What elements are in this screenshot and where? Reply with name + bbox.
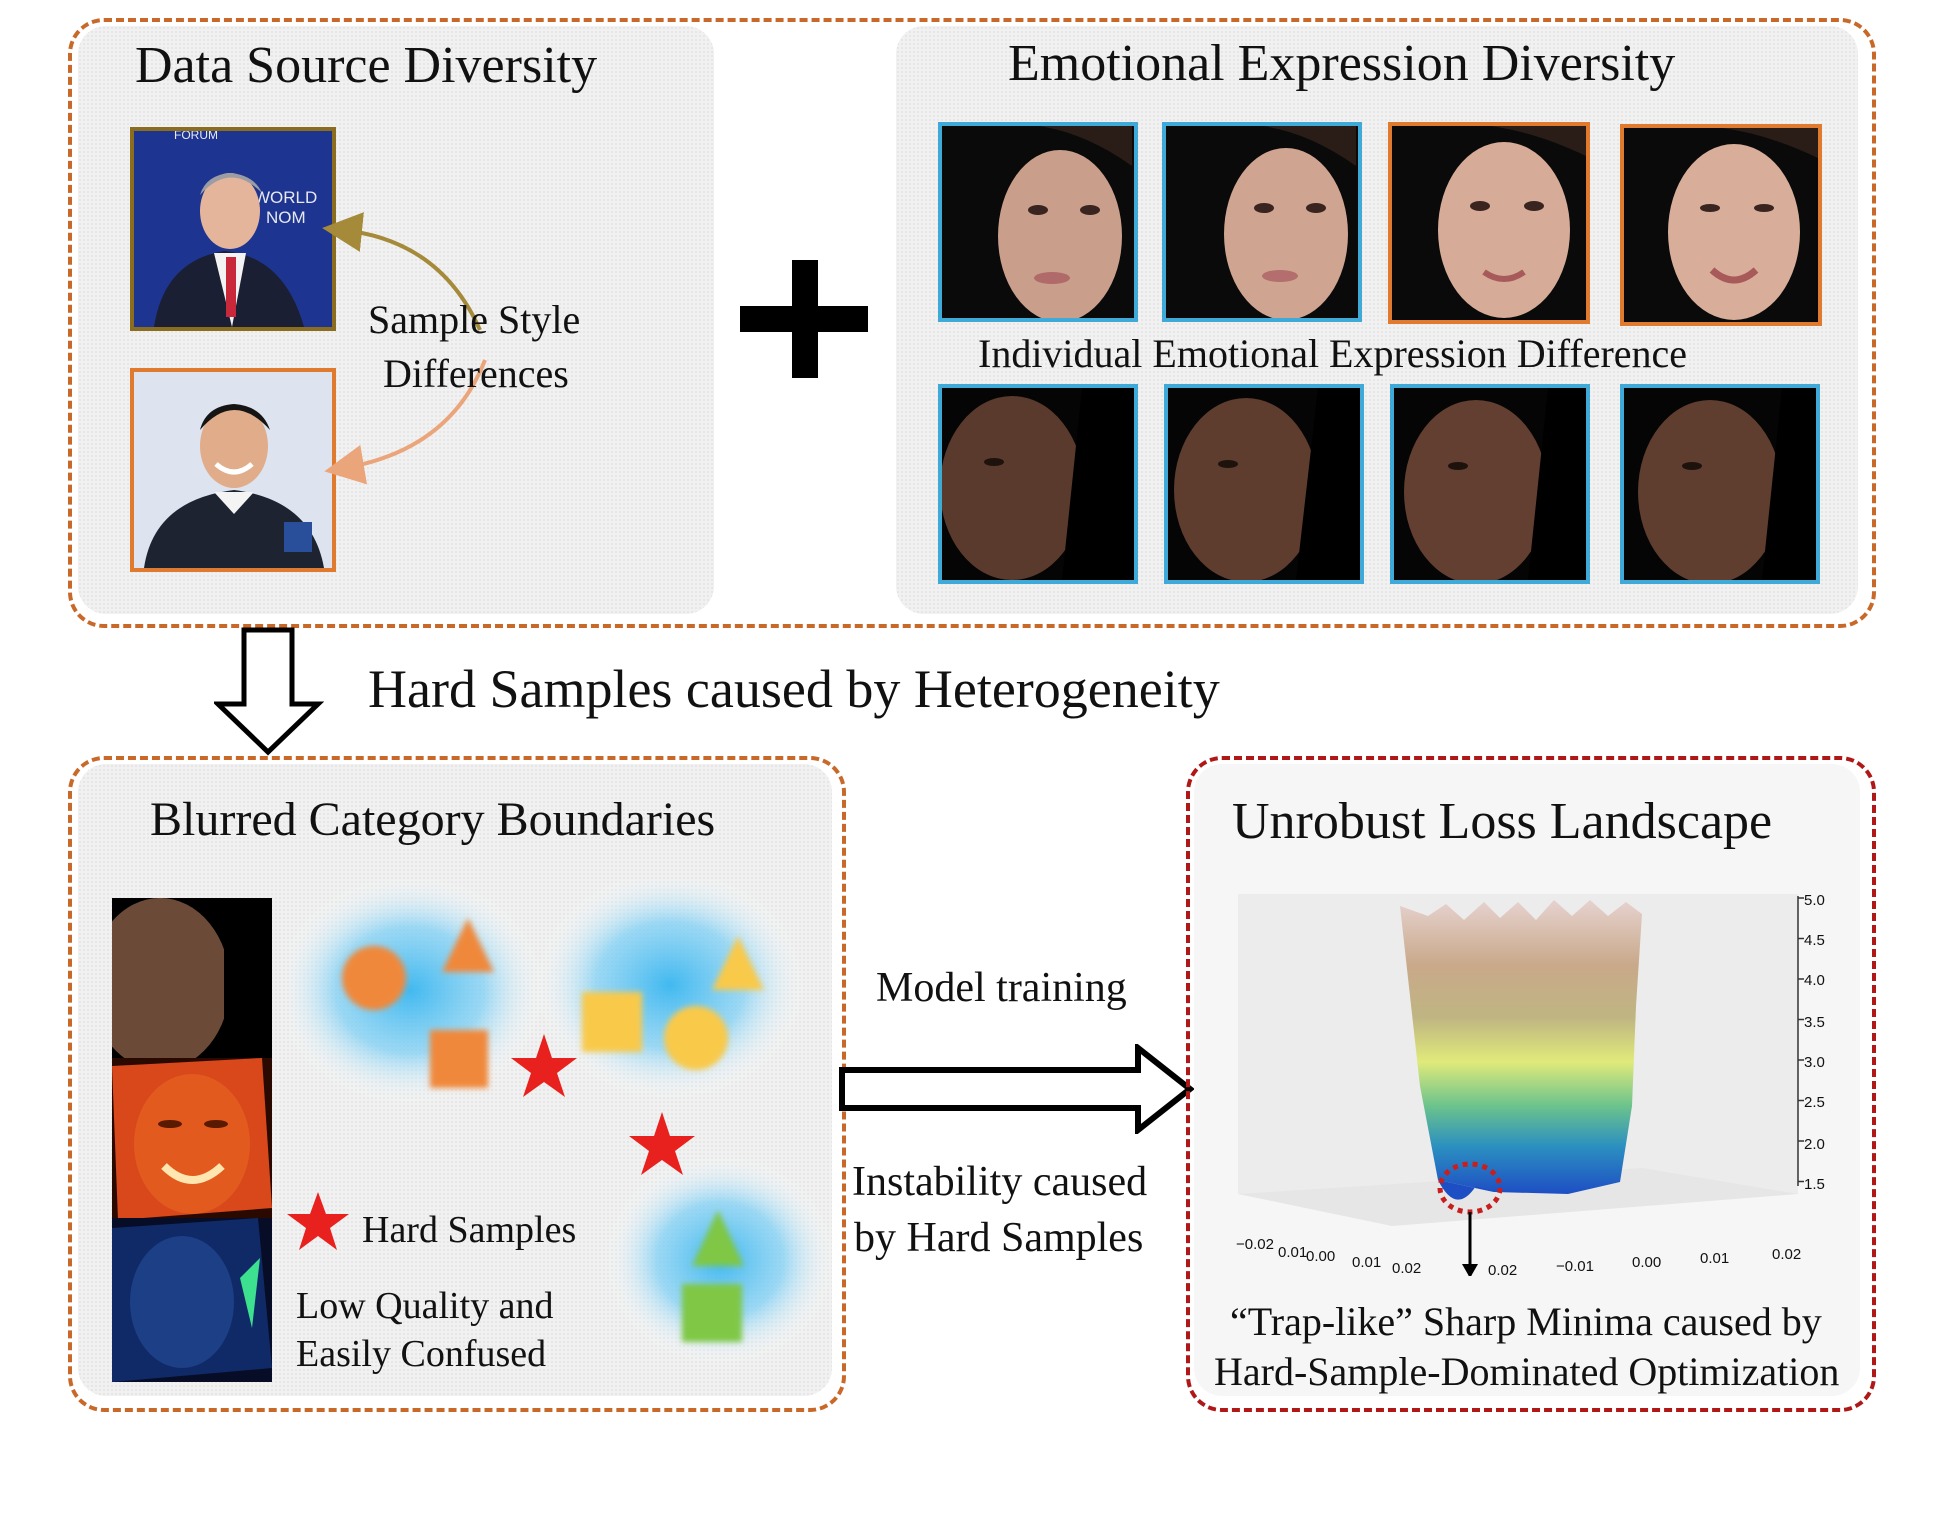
hard-sample-star-2: [629, 1112, 695, 1175]
hard-sample-star-1: [511, 1034, 577, 1097]
x-tick: 0.02: [1772, 1246, 1802, 1263]
hard-face-3: [112, 1218, 272, 1382]
x-tick: 0.02: [1392, 1260, 1422, 1277]
face-bottom-3: [1390, 384, 1590, 584]
down-arrow-icon: [214, 627, 324, 756]
x-tick: 0.02: [1488, 1262, 1518, 1279]
sharp-minima-caption-1: “Trap-like” Sharp Minima caused by: [1230, 1299, 1822, 1344]
sample-style-label-1: Sample Style: [368, 297, 581, 342]
cluster-diagram: [290, 880, 830, 1365]
loss-landscape-plot: [1238, 894, 1804, 1276]
low-quality-note-2: Easily Confused: [296, 1333, 547, 1375]
low-quality-note-1: Low Quality and: [296, 1285, 554, 1327]
x-tick: 0.01: [1278, 1244, 1308, 1261]
data-source-title: Data Source Diversity: [135, 37, 598, 94]
hard-samples-caption: Hard Samples caused by Heterogeneity: [368, 659, 1220, 719]
z-tick: 3.5: [1804, 1014, 1825, 1031]
z-tick: 3.0: [1804, 1054, 1825, 1071]
face-top-4: [1620, 124, 1822, 326]
face-bottom-1: [938, 384, 1138, 584]
top-outer-frame: [68, 18, 1876, 628]
plus-icon: [740, 260, 868, 378]
emotion-title: Emotional Expression Diversity: [1008, 35, 1676, 92]
face-bottom-2: [1164, 384, 1364, 584]
legend-star-icon: [287, 1192, 349, 1250]
z-tick: 5.0: [1804, 892, 1825, 909]
blurred-title: Blurred Category Boundaries: [150, 793, 716, 846]
sample-style-label-2: Differences: [383, 351, 569, 396]
z-tick: 4.0: [1804, 972, 1825, 989]
hard-face-2: [112, 1058, 272, 1220]
individual-expression-label: Individual Emotional Expression Differen…: [978, 331, 1688, 376]
speaker-photo-1: WORLD NOM FORUM: [130, 127, 336, 331]
x-tick: 0.00: [1632, 1254, 1662, 1271]
instability-label-2: by Hard Samples: [854, 1215, 1144, 1261]
svg-text:FORUM: FORUM: [174, 131, 218, 142]
sharp-minima-caption-2: Hard-Sample-Dominated Optimization: [1214, 1349, 1840, 1394]
face-top-1: [938, 122, 1138, 322]
x-tick: 0.01: [1700, 1250, 1730, 1267]
instability-label-1: Instability caused: [852, 1159, 1148, 1205]
svg-text:WORLD: WORLD: [254, 188, 317, 207]
hard-face-1: [112, 898, 272, 1060]
z-tick: 4.5: [1804, 932, 1825, 949]
x-tick: 0.01: [1352, 1254, 1382, 1271]
x-tick: 0.00: [1306, 1248, 1336, 1265]
right-arrow-icon: [839, 1044, 1195, 1134]
z-tick: 1.5: [1804, 1176, 1825, 1193]
face-top-3: [1388, 122, 1590, 324]
speaker-photo-2: [130, 368, 336, 572]
face-bottom-4: [1620, 384, 1820, 584]
z-tick-labels: 5.0 4.5 4.0 3.5 3.0 2.5 2.0 1.5: [1804, 892, 1848, 1202]
loss-frame: [1186, 756, 1876, 1412]
x-tick: −0.01: [1556, 1258, 1594, 1275]
z-tick: 2.5: [1804, 1094, 1825, 1111]
svg-text:NOM: NOM: [266, 208, 306, 227]
style-difference-arrows: [322, 212, 487, 485]
hard-samples-legend-label: Hard Samples: [362, 1209, 577, 1251]
model-training-label: Model training: [876, 965, 1127, 1011]
loss-title: Unrobust Loss Landscape: [1232, 793, 1773, 850]
z-tick: 2.0: [1804, 1136, 1825, 1153]
x-tick: −0.02: [1236, 1236, 1274, 1253]
z-axis-ticks: [1798, 897, 1804, 1183]
face-top-2: [1162, 122, 1362, 322]
